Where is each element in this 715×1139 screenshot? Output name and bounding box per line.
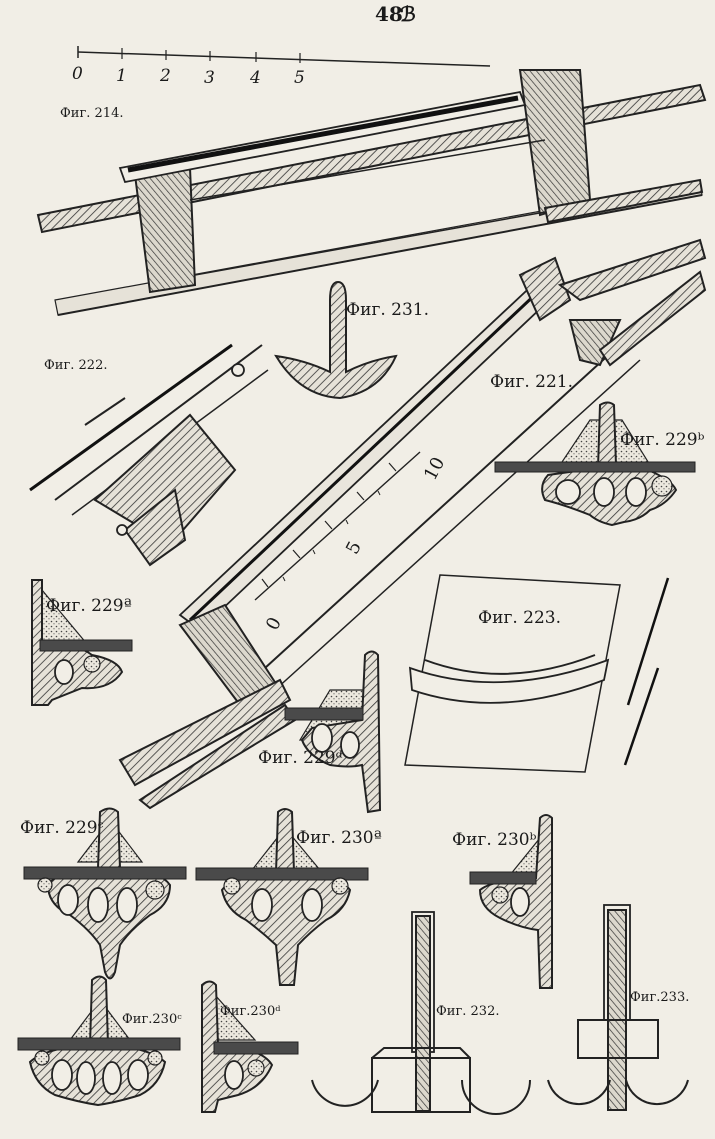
page-number: 48: [375, 2, 403, 26]
label-fig-229c: Фиг. 229ᶜ: [20, 818, 104, 838]
fig-229a-drawing: [31, 579, 133, 706]
label-fig-230a: Фиг. 230ª: [296, 828, 382, 848]
label-fig-231: Фиг. 231.: [346, 300, 430, 320]
scale-mark-0: 0: [72, 64, 83, 84]
scale-mark-1: 1: [116, 66, 127, 86]
fig-230a-drawing: [195, 808, 369, 986]
scale-bar: [77, 46, 491, 67]
fig-231-drawing: [274, 280, 398, 400]
fig-222-drawing: [29, 343, 269, 567]
fig-230b-drawing: [469, 814, 553, 989]
label-fig-222: Фиг. 222.: [44, 358, 108, 373]
fig-223-drawing: [404, 574, 670, 773]
label-fig-230b: Фиг. 230ᵇ: [452, 830, 537, 850]
label-fig-214: Фиг. 214.: [60, 106, 124, 121]
label-fig-230d: Фиг.230ᵈ: [220, 1004, 281, 1019]
fig-221-drawing: [118, 238, 707, 810]
label-fig-221: Фиг. 221.: [490, 372, 574, 392]
scale-mark-3: 3: [204, 68, 215, 88]
label-fig-232: Фиг. 232.: [436, 1004, 500, 1019]
fig-229d-drawing: [284, 650, 382, 814]
fig-230d-drawing: [201, 980, 299, 1113]
label-fig-233: Фиг.233.: [630, 990, 690, 1005]
fig-233-drawing: [547, 904, 689, 1111]
fig-232-drawing: [311, 911, 531, 1115]
scale-mark-4: 4: [250, 68, 261, 88]
label-fig-229b: Фиг. 229ᵇ: [620, 430, 705, 450]
scale-mark-5: 5: [294, 68, 305, 88]
label-fig-223: Фиг. 223.: [478, 608, 562, 628]
label-fig-230c: Фиг.230ᶜ: [122, 1012, 182, 1027]
label-fig-229d: Фиг. 229ᵈ: [258, 748, 343, 768]
page-number-mark: ℬ: [400, 2, 416, 26]
scale-mark-2: 2: [160, 66, 171, 86]
fig-230c-drawing: [17, 975, 181, 1107]
label-fig-229a: Фиг. 229ª: [46, 596, 132, 616]
fig-214-drawing: [36, 69, 707, 316]
fig-229b-drawing: [494, 401, 696, 527]
fig-229c-drawing: [23, 807, 187, 980]
